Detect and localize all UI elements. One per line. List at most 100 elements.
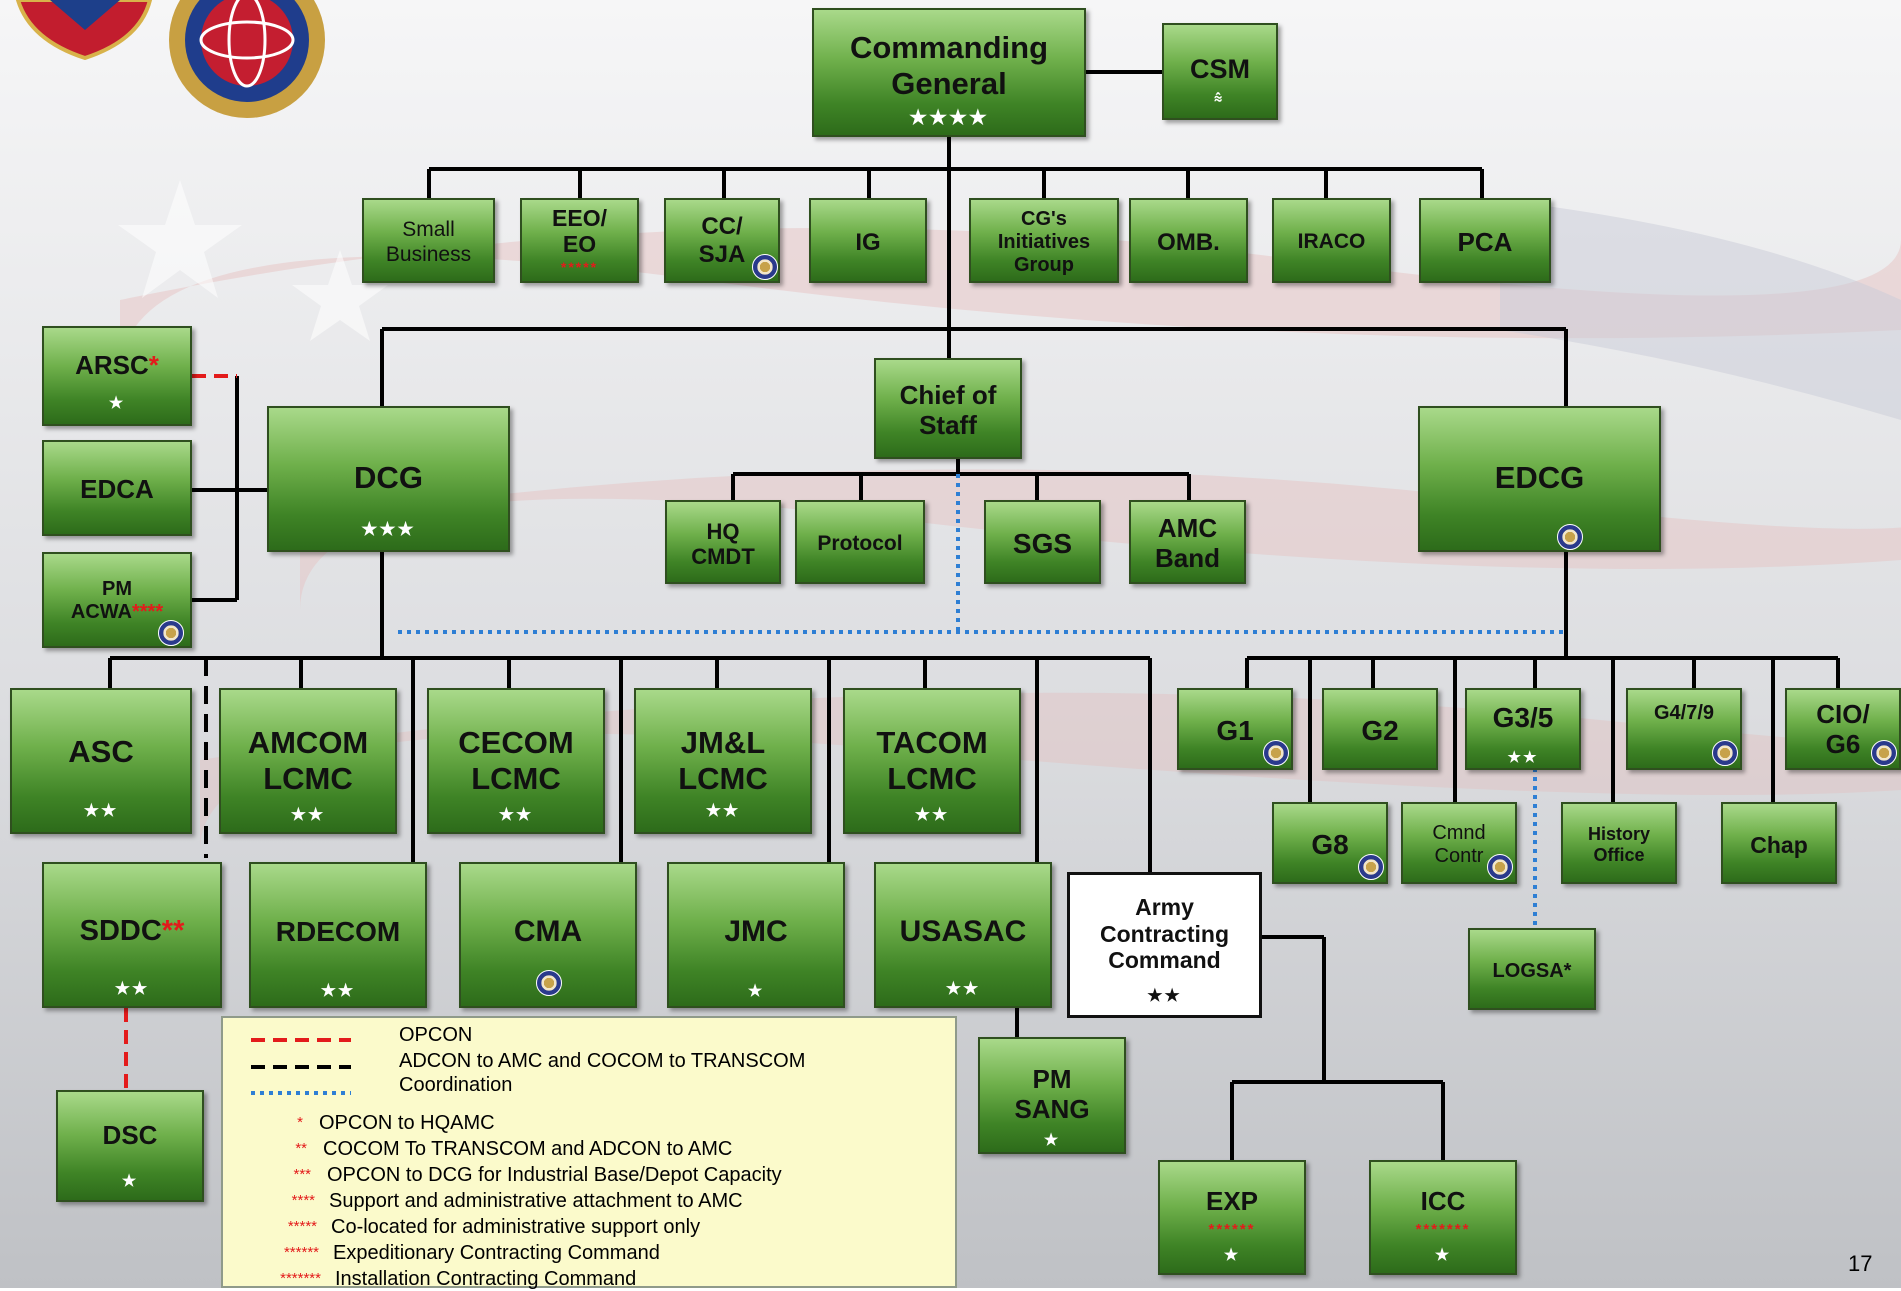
legend-note-5-text: Co-located for administrative support on… [331,1216,701,1238]
pm-sang-box[interactable]: PM SANG ★ [978,1037,1126,1154]
army-seal-icon [1487,854,1513,880]
commanding-general-box[interactable]: Commanding General ★★★★ [812,8,1086,137]
cecom-stars: ★★ [498,805,534,824]
legend-note-4-marker: **** [291,1192,315,1209]
legend-note-7-marker: ******* [280,1270,321,1287]
amc-seal-image [169,0,325,118]
army-insignia-image [15,0,153,60]
asc-box[interactable]: ASC ★★ [10,688,192,834]
dcg-stars: ★★★ [361,519,416,539]
legend-note-1-marker: * [297,1114,303,1131]
army-seal-icon [752,254,778,280]
army-seal-icon [1557,524,1583,550]
csm-label: CSM [1190,54,1250,85]
army-contracting-command-box[interactable]: Army Contracting Command ★★ [1067,872,1262,1018]
sddc-label: SDDC [79,915,162,948]
amc-band-box[interactable]: AMC Band [1129,500,1246,584]
pm-sang-stars: ★ [1043,1132,1061,1149]
exp-box[interactable]: EXP ****** ★ [1158,1160,1306,1275]
g8-box[interactable]: G8 [1272,802,1388,884]
ig-label: IG [855,228,881,256]
jmc-stars: ★ [747,983,765,1000]
legend-line-swatches [251,1038,351,1095]
protocol-box[interactable]: Protocol [795,500,925,584]
eeo-label: EEO/ EO [552,204,607,257]
amcom-box[interactable]: AMCOM LCMC ★★ [219,688,397,834]
small-business-box[interactable]: Small Business [362,198,495,283]
cc-sja-box[interactable]: CC/ SJA [664,198,780,283]
army-seal-icon [1263,740,1289,766]
history-office-label: History Office [1587,824,1650,865]
army-seal-icon [1358,854,1384,880]
dsc-box[interactable]: DSC ★ [56,1090,204,1202]
dcg-label: DCG [354,460,423,496]
g2-label: G2 [1361,714,1399,746]
tacom-label: TACOM LCMC [876,725,988,796]
g35-box[interactable]: G3/5 ★★ [1465,688,1581,770]
tacom-box[interactable]: TACOM LCMC ★★ [843,688,1021,834]
legend-adcon-label: ADCON to AMC and COCOM to TRANSCOM [399,1050,806,1072]
edcg-box[interactable]: EDCG [1418,406,1661,552]
amcom-label: AMCOM LCMC [247,725,369,796]
icc-box[interactable]: ICC ******* ★ [1369,1160,1517,1275]
eeo-box[interactable]: EEO/ EO ***** [520,198,639,283]
g2-box[interactable]: G2 [1322,688,1438,770]
icc-stars: ★ [1434,1247,1452,1264]
legend-note-6-text: Expeditionary Contracting Command [333,1242,660,1264]
g35-label: G3/5 [1492,701,1554,733]
usasac-label: USASAC [899,914,1027,948]
sddc-box[interactable]: SDDC** ★★ [42,862,222,1008]
exp-marker: ****** [1208,1221,1256,1238]
army-contracting-command-stars: ★★ [1147,986,1182,1005]
dsc-stars: ★ [121,1173,139,1190]
pca-box[interactable]: PCA [1419,198,1551,283]
logsa-box[interactable]: LOGSA* [1468,928,1596,1010]
cg-initiatives-box[interactable]: CG's Initiatives Group [969,198,1119,283]
protocol-label: Protocol [817,531,903,555]
cmnd-contr-box[interactable]: Cmnd Contr [1401,802,1517,884]
pm-acwa-box[interactable]: PM ACWA**** [42,552,192,648]
g1-box[interactable]: G1 [1177,688,1293,770]
csm-box[interactable]: CSM ⩯ [1162,23,1278,120]
jmc-box[interactable]: JMC ★ [667,862,845,1008]
chap-box[interactable]: Chap [1721,802,1837,884]
chief-of-staff-box[interactable]: Chief of Staff [874,358,1022,459]
sddc-label-row: SDDC** [44,914,220,950]
ig-box[interactable]: IG [809,198,927,283]
arsc-label: ARSC [75,350,149,381]
cma-box[interactable]: CMA [459,862,637,1008]
legend-opcon-label: OPCON [399,1024,473,1046]
cecom-box[interactable]: CECOM LCMC ★★ [427,688,605,834]
history-office-box[interactable]: History Office [1561,802,1677,884]
sgs-box[interactable]: SGS [984,500,1101,584]
rdecom-label: RDECOM [275,915,401,947]
sddc-stars: ★★ [114,979,150,998]
sddc-marker: ** [161,915,185,948]
rdecom-stars: ★★ [320,981,356,1000]
arsc-marker: * [148,350,159,381]
legend-note-1-text: OPCON to HQAMC [319,1112,495,1134]
cmnd-contr-label: Cmnd Contr [1432,822,1486,867]
g479-label: G4/7/9 [1653,701,1715,724]
dcg-box[interactable]: DCG ★★★ [267,406,510,552]
pm-acwa-label: PM ACWA**** [44,576,190,626]
usasac-box[interactable]: USASAC ★★ [874,862,1052,1008]
jml-label: JM&L LCMC [678,725,768,796]
legend-note-2-marker: ** [295,1140,307,1157]
arsc-box[interactable]: ARSC* ★ [42,326,192,426]
hq-cmdt-box[interactable]: HQ CMDT [665,500,781,584]
edca-box[interactable]: EDCA [42,440,192,536]
legend-note-6-marker: ****** [283,1244,319,1261]
exp-label: EXP [1205,1186,1259,1217]
rdecom-box[interactable]: RDECOM ★★ [249,862,427,1008]
hq-cmdt-label: HQ CMDT [691,518,755,569]
pca-label: PCA [1457,226,1513,257]
cio-g6-box[interactable]: CIO/ G6 [1785,688,1901,770]
omb-box[interactable]: OMB. [1129,198,1248,283]
army-contracting-command-label: Army Contracting Command [1099,894,1230,974]
g479-box[interactable]: G4/7/9 [1626,688,1742,770]
jml-box[interactable]: JM&L LCMC ★★ [634,688,812,834]
dsc-label: DSC [102,1120,158,1151]
commanding-general-label: Commanding General [849,30,1049,101]
iraco-box[interactable]: IRACO [1272,198,1391,283]
